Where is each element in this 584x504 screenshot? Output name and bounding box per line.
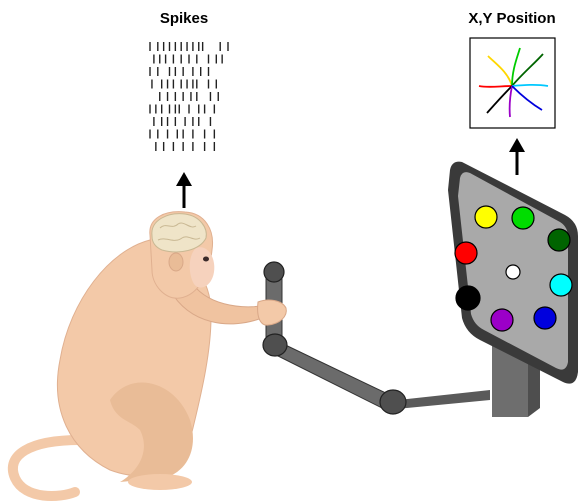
- target-red: [454, 241, 478, 265]
- target-panel: [448, 161, 578, 384]
- monkey-brain: [151, 213, 207, 253]
- target-white: [505, 264, 521, 280]
- joystick-knob: [263, 261, 285, 283]
- monkey-leg: [110, 382, 193, 482]
- target-black: [455, 285, 481, 311]
- target-purple: [490, 308, 514, 332]
- trajectory-line: [508, 85, 513, 118]
- brain-folds: [157, 222, 201, 241]
- target-cyan: [549, 273, 573, 297]
- base-joint: [379, 389, 407, 415]
- spike-raster: [149, 42, 229, 151]
- targets: [454, 205, 573, 332]
- monkey-tail: [7, 435, 85, 501]
- monkey-eye: [203, 256, 209, 262]
- xy-position-plot: [469, 37, 556, 129]
- trajectory-line: [486, 85, 513, 114]
- trajectory-line: [511, 53, 544, 87]
- elbow-joint: [262, 333, 288, 357]
- trajectory-line: [511, 47, 521, 87]
- trajectory-line: [478, 85, 513, 88]
- target-yellow: [474, 205, 498, 229]
- trajectory-line: [511, 83, 549, 87]
- position-label: X,Y Position: [468, 10, 555, 27]
- trajectory-line: [487, 55, 513, 87]
- monkey: [7, 211, 287, 501]
- monkey-hand: [257, 299, 287, 326]
- manipulandum: [262, 261, 490, 415]
- spikes-label: Spikes: [160, 10, 208, 27]
- target-green: [511, 206, 535, 230]
- monkey-foot: [128, 474, 192, 490]
- target-dark-green: [547, 228, 571, 252]
- trajectory-line: [511, 85, 543, 111]
- monkey-ear: [168, 252, 184, 272]
- target-blue: [533, 306, 557, 330]
- spikes-arrow: [176, 172, 192, 208]
- trajectory-lines: [478, 47, 549, 118]
- position-arrow: [509, 138, 525, 175]
